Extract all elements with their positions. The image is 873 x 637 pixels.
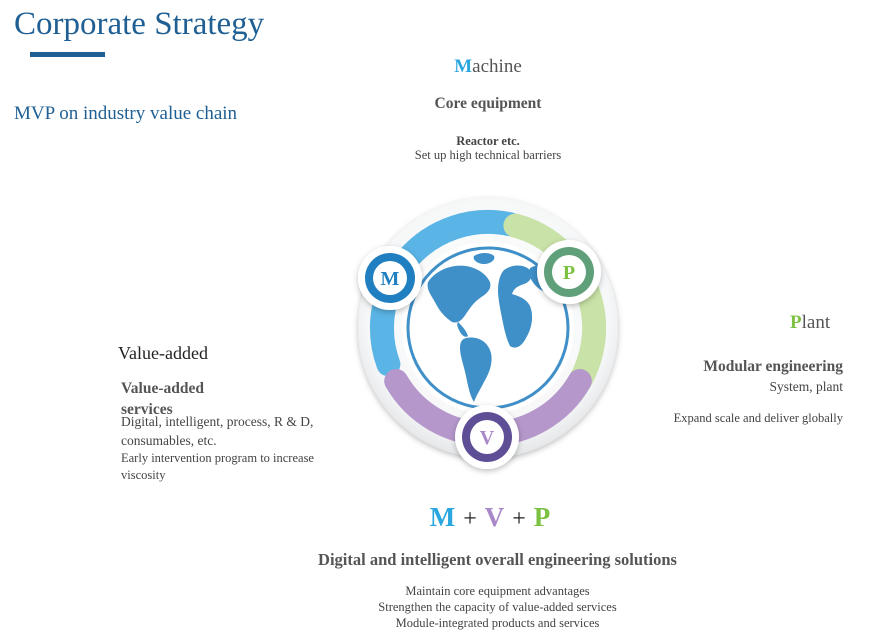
mvp-formula: M + V + P xyxy=(300,502,680,533)
value-badge-letter: V xyxy=(480,427,495,449)
page-subtitle: MVP on industry value chain xyxy=(14,103,238,124)
plant-badge-letter: P xyxy=(563,262,575,284)
plant-title-rest: lant xyxy=(801,312,831,333)
plant-description: Expand scale and deliver globally xyxy=(673,411,843,425)
machine-badge-letter: M xyxy=(381,268,400,290)
solutions-line: Maintain core equipment advantages xyxy=(405,584,590,598)
solutions-heading: Digital and intelligent overall engineer… xyxy=(318,550,677,569)
plant-title: Plant xyxy=(790,312,830,334)
machine-description: Set up high technical barriers xyxy=(414,148,562,162)
plant-badge: P xyxy=(537,240,601,304)
machine-title-rest: achine xyxy=(472,56,522,77)
value-badge: V xyxy=(455,405,519,469)
formula-plus-1: + xyxy=(463,506,477,532)
machine-title: Machine xyxy=(388,56,588,78)
formula-m: M xyxy=(429,502,456,532)
solutions-line: Module-integrated products and services xyxy=(395,616,600,630)
formula-v: V xyxy=(484,502,505,532)
formula-plus-2: + xyxy=(512,506,526,532)
machine-lead-letter: M xyxy=(454,56,473,77)
title-underline xyxy=(30,52,105,57)
mvp-cycle-diagram: M P V xyxy=(358,198,618,469)
value-added-title: Value-added xyxy=(118,343,208,363)
machine-sub: Reactor etc. xyxy=(456,134,520,148)
machine-heading: Core equipment xyxy=(434,95,542,112)
plant-heading: Modular engineering xyxy=(703,358,843,375)
value-added-sub: Digital, intelligent, process, R & D, co… xyxy=(121,414,314,448)
solutions-line: Strengthen the capacity of value-added s… xyxy=(378,600,617,614)
plant-lead-letter: P xyxy=(790,312,802,333)
value-added-heading: Value-added services xyxy=(121,380,204,418)
page-title: Corporate Strategy xyxy=(14,6,265,42)
value-added-description: Early intervention program to increase v… xyxy=(121,451,314,482)
plant-sub: System, plant xyxy=(769,379,844,394)
machine-badge: M xyxy=(358,246,422,310)
formula-p: P xyxy=(533,502,551,532)
